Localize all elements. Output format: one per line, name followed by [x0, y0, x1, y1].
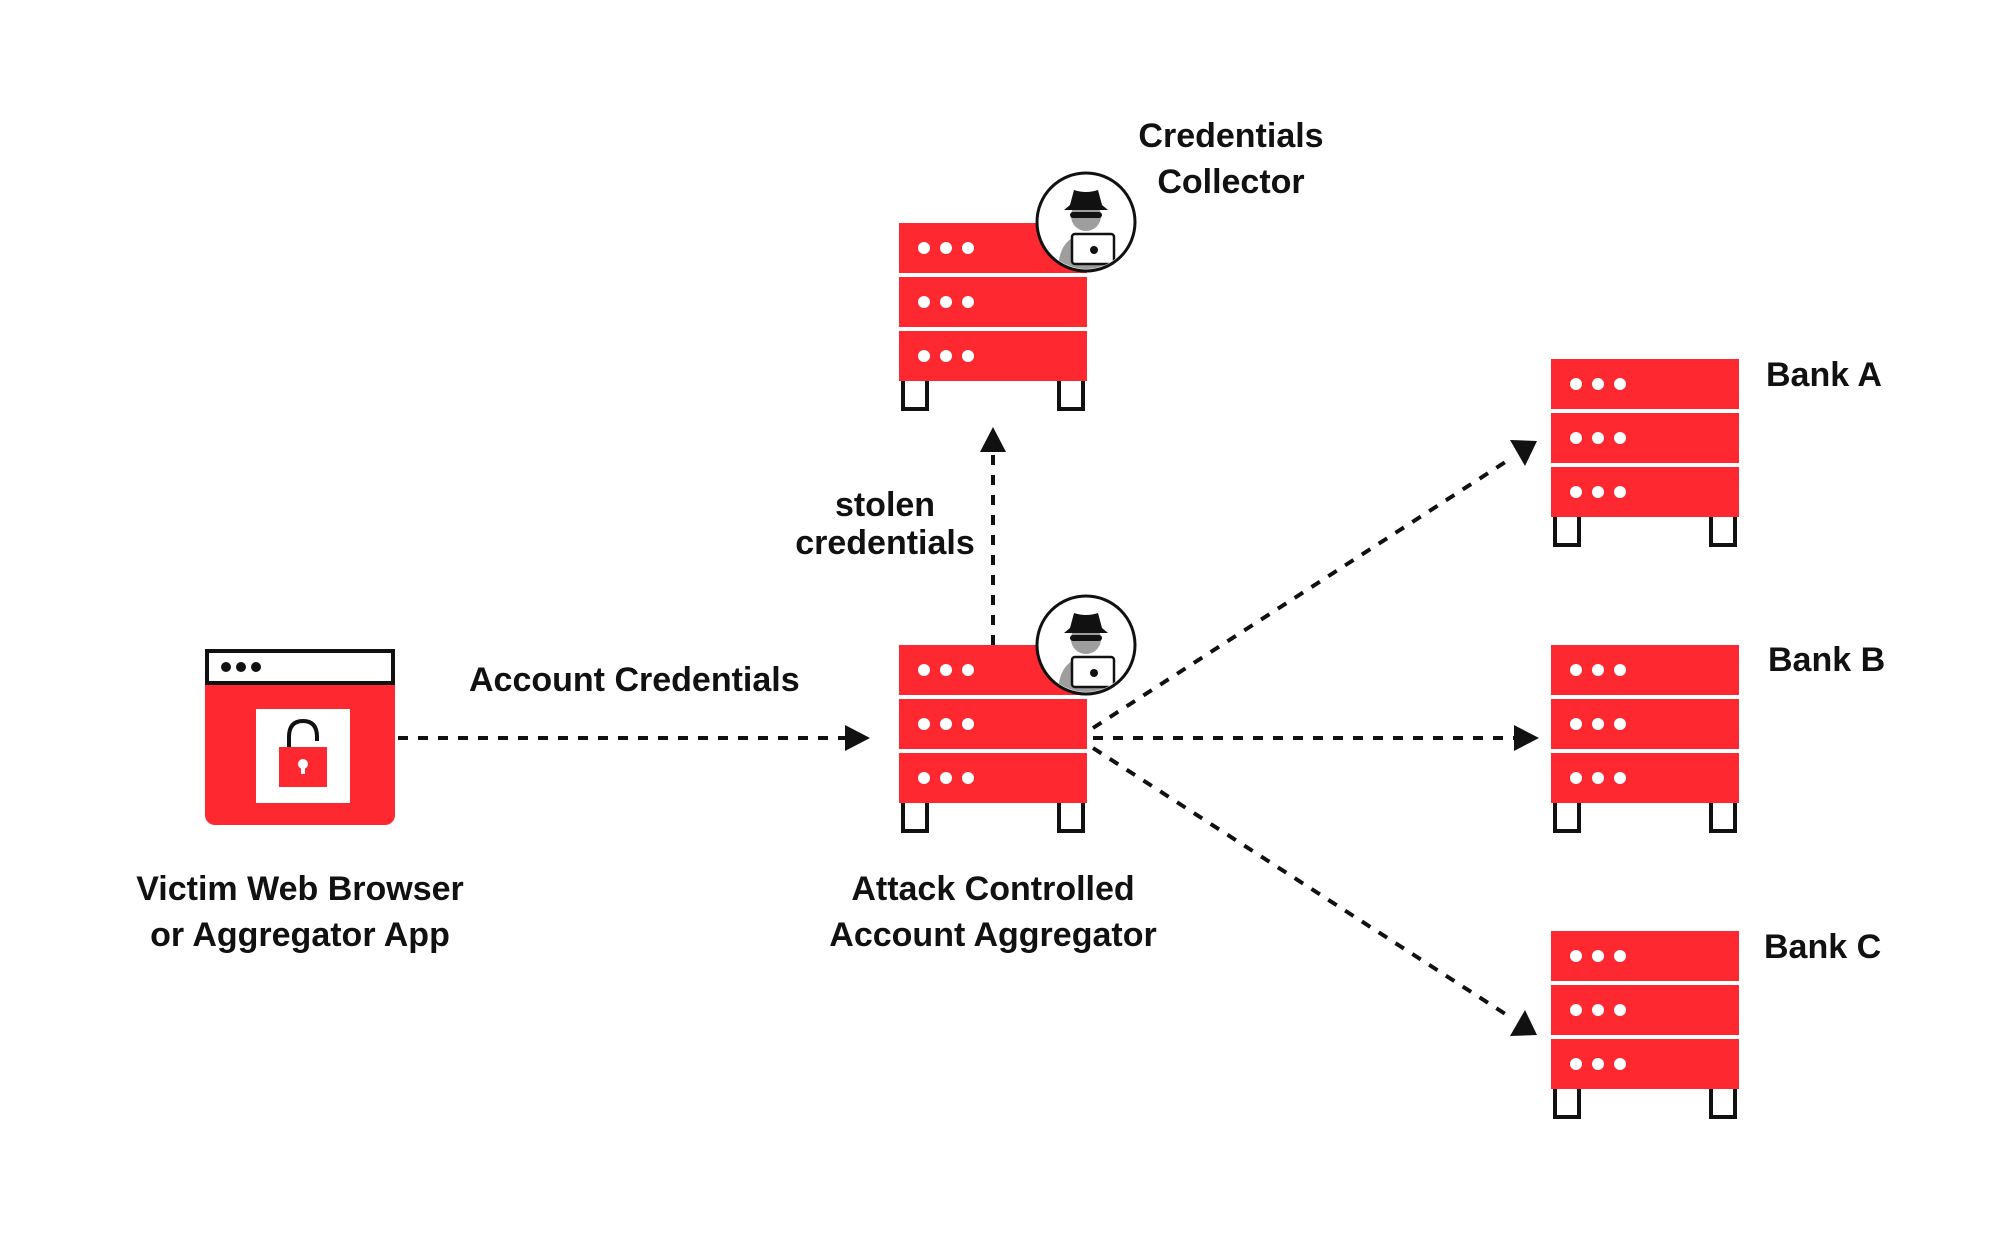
- victim-label: Victim Web Browser or Aggregator App: [100, 866, 500, 958]
- collector-label-line2: Collector: [1157, 163, 1305, 201]
- aggregator-hacker-icon: [1037, 596, 1135, 695]
- lock-icon: [279, 718, 327, 787]
- stolen-label-line1: stolen: [834, 486, 936, 524]
- victim-label-line1: Victim Web Browser: [136, 870, 464, 908]
- stolen-label-line2: credentials: [795, 524, 975, 562]
- bank-c-server-icon: [1549, 929, 1741, 1119]
- victim-browser-icon: [205, 649, 395, 825]
- arrowhead-icon: [1510, 440, 1537, 466]
- arrowhead-icon: [1514, 725, 1539, 751]
- arrowhead-icon: [980, 427, 1006, 452]
- bank-b-server-icon: [1549, 643, 1741, 833]
- bank-a-server-icon: [1549, 357, 1741, 547]
- aggregator-label: Attack Controlled Account Aggregator: [793, 866, 1193, 958]
- bank-a-label: Bank A: [1766, 356, 1882, 394]
- bank-b-label: Bank B: [1768, 641, 1886, 679]
- bank-c-label: Bank C: [1764, 928, 1882, 966]
- arrowhead-icon: [845, 725, 870, 751]
- arrow-to-bank-a: [1091, 457, 1512, 730]
- arrow-to-bank-c: [1091, 746, 1512, 1019]
- aggregator-label-line1: Attack Controlled: [851, 870, 1135, 908]
- collector-label: Credentials Collector: [1091, 113, 1371, 205]
- collector-label-line1: Credentials: [1138, 117, 1324, 155]
- arrowhead-icon: [1510, 1010, 1537, 1036]
- account-credentials-label: Account Credentials: [469, 661, 800, 699]
- stolen-credentials-label: stolen credentials: [770, 486, 1000, 562]
- victim-label-line2: or Aggregator App: [150, 916, 450, 954]
- connectors: [398, 427, 1539, 1036]
- aggregator-label-line2: Account Aggregator: [829, 916, 1157, 954]
